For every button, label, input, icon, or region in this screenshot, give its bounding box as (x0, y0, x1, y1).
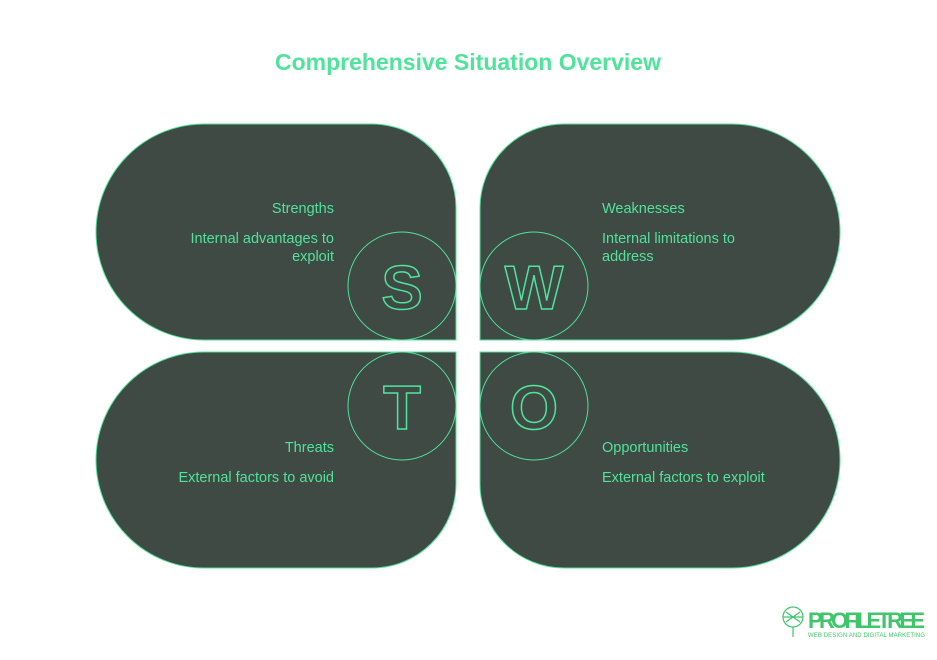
strengths-heading: Strengths (272, 201, 334, 217)
weaknesses-desc-line1: Internal limitations to (602, 231, 735, 247)
diagram-title: Comprehensive Situation Overview (275, 49, 661, 75)
quadrant-strengths: S Strengths Internal advantages to explo… (95, 123, 457, 341)
letter-t: T (383, 374, 421, 443)
strengths-desc-line1: Internal advantages to (191, 231, 335, 247)
threats-desc: External factors to avoid (178, 470, 334, 486)
tree-icon (782, 606, 804, 637)
strengths-desc-line2: exploit (292, 249, 334, 265)
weaknesses-heading: Weaknesses (602, 201, 685, 217)
opportunities-heading: Opportunities (602, 440, 688, 456)
quadrant-weaknesses: W Weaknesses Internal limitations to add… (479, 123, 841, 341)
logo-tagline: WEB DESIGN AND DIGITAL MARKETING (808, 633, 925, 639)
profiletree-logo: PROFILETREE WEB DESIGN AND DIGITAL MARKE… (782, 606, 925, 639)
opportunities-desc: External factors to exploit (602, 470, 765, 486)
quadrant-threats: T Threats External factors to avoid (95, 351, 457, 569)
letter-o: O (510, 374, 558, 443)
letter-s: S (381, 254, 422, 323)
weaknesses-desc-line2: address (602, 249, 654, 265)
threats-heading: Threats (285, 440, 334, 456)
quadrant-opportunities: O Opportunities External factors to expl… (479, 351, 841, 569)
letter-w: W (505, 254, 564, 323)
logo-name: PROFILETREE (808, 608, 925, 633)
